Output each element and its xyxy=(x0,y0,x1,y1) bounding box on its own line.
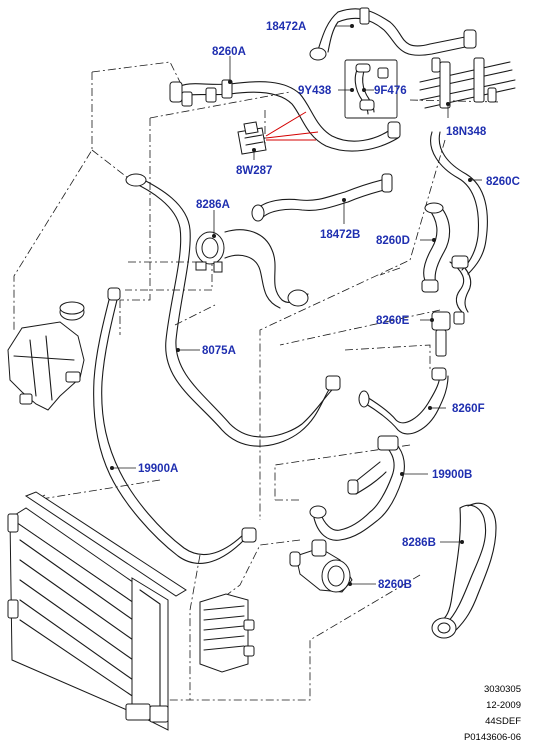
reference-line-3: 44SDEF xyxy=(485,716,521,727)
hose-8260A xyxy=(169,79,401,152)
reference-line-1: 3030305 xyxy=(484,684,521,695)
callout-8260E: 8260E xyxy=(376,315,410,327)
callout-8260A: 8260A xyxy=(212,46,246,58)
expansion-tank xyxy=(7,301,85,411)
callout-8286A: 8286A xyxy=(196,199,230,211)
callout-19900A: 19900A xyxy=(138,463,178,475)
hose-8075A xyxy=(125,173,341,447)
callout-18N348: 18N348 xyxy=(446,126,487,138)
callout-18472A: 18472A xyxy=(266,21,306,33)
detail-9Y438-9F476 xyxy=(344,59,398,119)
hose-8286B xyxy=(431,502,497,639)
oil-cooler xyxy=(199,593,255,673)
housing-8286A xyxy=(195,229,309,309)
callout-9Y438: 9Y438 xyxy=(298,85,332,97)
clips-8W287 xyxy=(237,121,267,155)
leader-lines xyxy=(110,24,482,586)
callout-18472B: 18472B xyxy=(320,229,360,241)
hose-18472B xyxy=(251,173,393,222)
callout-8260C: 8260C xyxy=(486,176,520,188)
callouts: 18472A 8260A 9Y438 9F476 18N348 8W287 82… xyxy=(138,21,520,591)
hose-19900B xyxy=(309,435,405,541)
callout-8260F: 8260F xyxy=(452,403,485,415)
outlet-8260B xyxy=(289,539,353,593)
pipe-18N348 xyxy=(419,57,516,109)
callout-8260B: 8260B xyxy=(378,579,412,591)
connector-8260E xyxy=(431,311,465,357)
hose-8260F xyxy=(358,367,449,435)
hose-18472A xyxy=(309,7,477,61)
callout-9F476: 9F476 xyxy=(374,85,407,97)
reference-block: 3030305 12-2009 44SDEF P0143606-06 xyxy=(464,684,521,743)
radiator xyxy=(7,491,187,731)
callout-8260D: 8260D xyxy=(376,235,410,247)
callout-19900B: 19900B xyxy=(432,469,472,481)
reference-line-2: 12-2009 xyxy=(486,700,521,711)
callout-8075A: 8075A xyxy=(202,345,236,357)
callout-8286B: 8286B xyxy=(402,537,436,549)
hose-8260C xyxy=(430,131,488,275)
reference-line-4: P0143606-06 xyxy=(464,732,521,743)
highlight-leaders xyxy=(265,111,319,141)
hose-8260D xyxy=(421,202,472,313)
callout-8W287: 8W287 xyxy=(236,165,272,177)
hose-19900A xyxy=(93,287,257,564)
